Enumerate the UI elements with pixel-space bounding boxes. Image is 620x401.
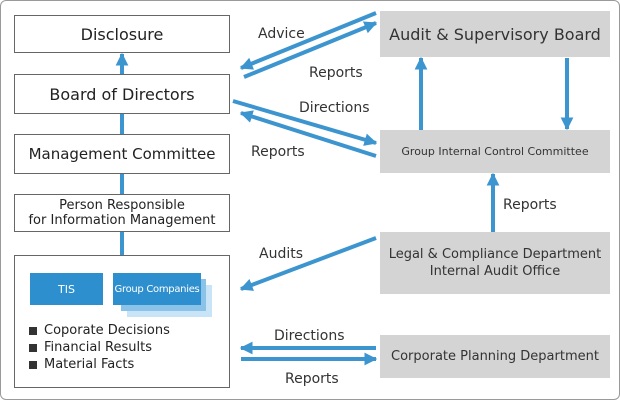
group-companies-label: Group Companies [114,283,200,295]
board-of-directors-box: Board of Directors [14,74,230,114]
person-responsible-line2: for Information Management [28,213,216,228]
bullet-text: Material Facts [44,357,135,372]
arrow-reports-to-board [239,110,377,158]
management-committee-box: Management Committee [14,134,230,174]
disclosure-label: Disclosure [80,24,164,44]
legal-compliance-line1: Legal & Compliance Department [388,247,602,262]
bullet-text: Financial Results [44,340,152,355]
square-bullet-icon [29,343,37,352]
group-internal-control-committee-label: Group Internal Control Committee [401,145,589,158]
board-of-directors-label: Board of Directors [49,84,195,104]
tis-group-box: TIS Group Companies Coporate Decisions F… [14,255,230,388]
reports-gicc-label: Reports [251,144,305,160]
tis-block: TIS [30,273,103,305]
arrow-advice [239,11,377,70]
arrow-reports-to-audit-board [243,21,378,79]
reports-legal-label: Reports [503,197,557,213]
management-committee-label: Management Committee [28,145,216,163]
audit-supervisory-board-box: Audit & Supervisory Board [380,11,610,57]
arrow-directions-to-gicc [232,99,378,146]
advice-label: Advice [258,26,305,42]
group-internal-control-committee-box: Group Internal Control Committee [380,130,610,173]
tis-label: TIS [58,282,75,296]
square-bullet-icon [29,326,37,335]
legal-compliance-box: Legal & Compliance Department Internal A… [380,232,610,294]
legal-compliance-line2: Internal Audit Office [429,264,561,279]
square-bullet-icon [29,360,37,369]
bullet-text: Coporate Decisions [44,323,170,338]
person-responsible-box: Person Responsible for Information Manag… [14,194,230,232]
corporate-planning-label: Corporate Planning Department [391,349,599,364]
audits-label: Audits [259,246,304,262]
list-item: Financial Results [29,339,170,356]
reports-corp-label: Reports [285,371,339,387]
group-companies-block: Group Companies [113,273,201,305]
list-item: Coporate Decisions [29,322,170,339]
person-responsible-line1: Person Responsible [59,198,185,213]
list-item: Material Facts [29,356,170,373]
directions-corp-label: Directions [274,328,345,344]
disclosure-box: Disclosure [14,15,230,53]
audit-supervisory-board-label: Audit & Supervisory Board [389,24,601,44]
corporate-planning-box: Corporate Planning Department [380,335,610,378]
reports-audit-board-label: Reports [309,65,363,81]
disclosure-items-list: Coporate Decisions Financial Results Mat… [29,322,170,373]
arrow-audits [239,236,377,291]
directions-gicc-label: Directions [299,100,370,116]
